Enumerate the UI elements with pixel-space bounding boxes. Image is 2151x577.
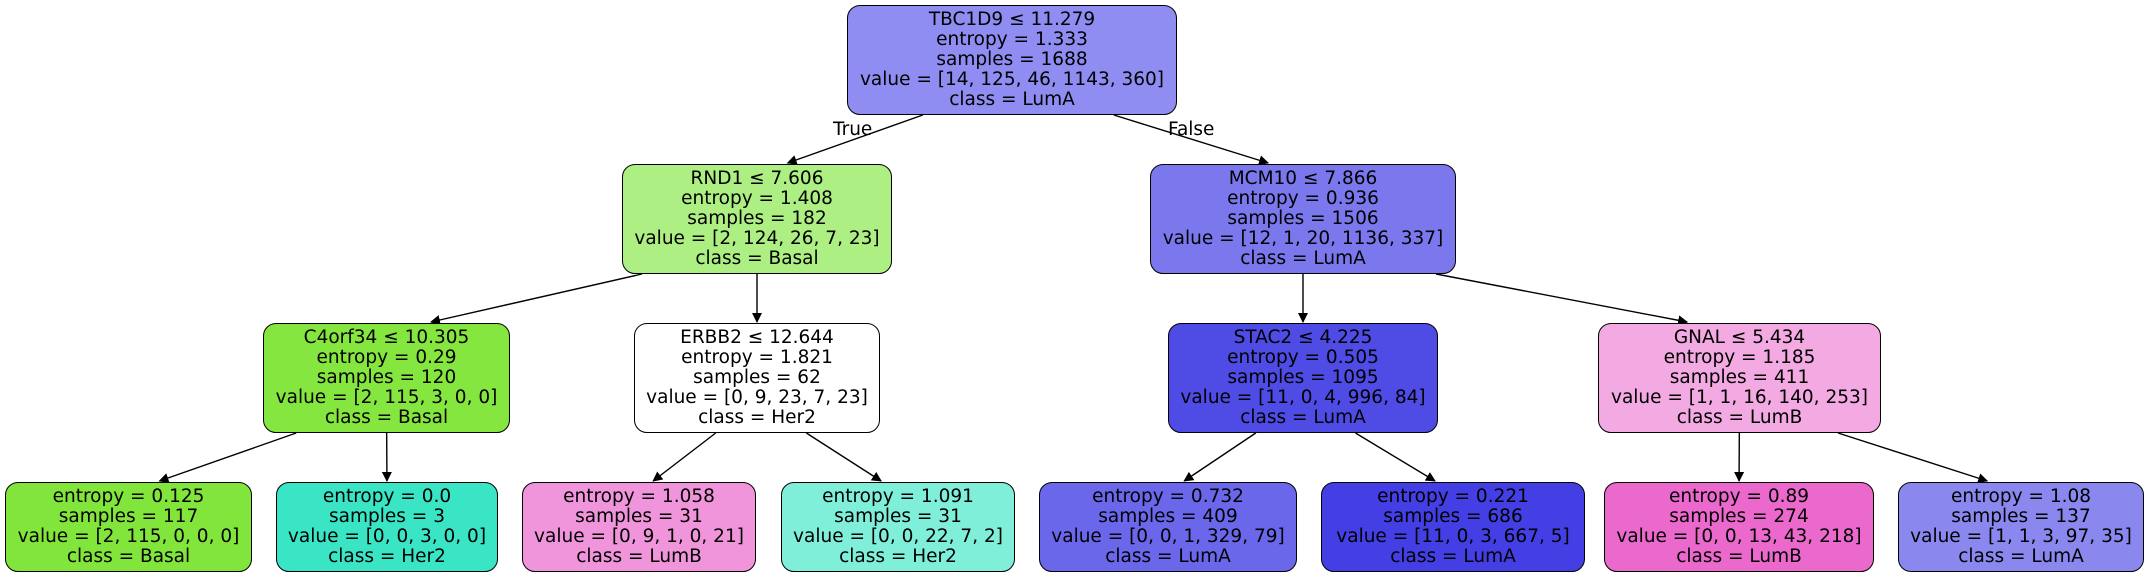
node-entropy-text: entropy = 1.821 [681, 347, 833, 368]
tree-edge-arrow [1183, 432, 1257, 482]
node-class-text: class = LumA [949, 89, 1075, 110]
node-split-text: MCM10 ≤ 7.866 [1228, 168, 1378, 189]
tree-edge-arrow [805, 432, 882, 482]
tree-edge-arrow [1837, 432, 1989, 484]
node-value-text: value = [0, 0, 1, 329, 79] [1051, 526, 1285, 547]
node-entropy-text: entropy = 1.185 [1663, 347, 1816, 368]
node-class-text: class = LumA [1240, 407, 1366, 428]
true-edge-label: True [833, 119, 873, 140]
node-split-text: GNAL ≤ 5.434 [1673, 327, 1806, 348]
node-class-text: class = Her2 [328, 546, 446, 567]
node-entropy-text: entropy = 0.29 [316, 347, 457, 368]
node-split-text: RND1 ≤ 7.606 [690, 168, 824, 189]
tree-edge-arrow [429, 273, 643, 325]
node-value-text: value = [11, 0, 4, 996, 84] [1180, 387, 1426, 408]
node-value-text: value = [0, 0, 13, 43, 218] [1616, 526, 1862, 547]
node-split-text: ERBB2 ≤ 12.644 [680, 327, 834, 348]
node-value-text: value = [14, 125, 46, 1143, 360] [859, 69, 1165, 90]
tree-edge-arrow [786, 114, 923, 165]
node-samples-text: samples = 1095 [1227, 367, 1379, 388]
tree-edge-arrow [1435, 273, 1689, 326]
node-samples-text: samples = 31 [834, 506, 962, 527]
node-entropy-text: entropy = 0.221 [1377, 486, 1529, 507]
node-entropy-text: entropy = 1.333 [936, 29, 1088, 50]
node-samples-text: samples = 117 [58, 506, 199, 527]
node-value-text: value = [2, 115, 0, 0, 0] [17, 526, 240, 547]
node-samples-text: samples = 1506 [1227, 208, 1379, 229]
node-split-text: C4orf34 ≤ 10.305 [303, 327, 470, 348]
tree-edge-arrow [1355, 432, 1436, 482]
node-entropy-text: entropy = 0.0 [322, 486, 452, 507]
node-split-text: STAC2 ≤ 4.225 [1233, 327, 1373, 348]
false-edge-label: False [1168, 119, 1215, 140]
node-samples-text: samples = 409 [1098, 506, 1238, 527]
node-entropy-text: entropy = 1.08 [1950, 486, 2092, 507]
node-class-text: class = LumA [1240, 248, 1366, 269]
node-class-text: class = Her2 [698, 407, 816, 428]
node-entropy-text: entropy = 0.89 [1668, 486, 1810, 507]
node-entropy-text: entropy = 1.091 [822, 486, 974, 507]
node-value-text: value = [0, 0, 22, 7, 2] [793, 526, 1003, 547]
node-samples-text: samples = 31 [575, 506, 703, 527]
node-class-text: class = Her2 [839, 546, 957, 567]
node-value-text: value = [11, 0, 3, 667, 5] [1336, 526, 1570, 547]
node-value-text: value = [1, 1, 3, 97, 35] [1910, 526, 2132, 547]
node-value-text: value = [2, 115, 3, 0, 0] [275, 387, 498, 408]
node-class-text: class = LumA [1105, 546, 1231, 567]
node-value-text: value = [0, 9, 23, 7, 23] [646, 387, 868, 408]
node-split-text: TBC1D9 ≤ 11.279 [928, 9, 1096, 30]
node-entropy-text: entropy = 0.505 [1227, 347, 1379, 368]
node-entropy-text: entropy = 0.732 [1092, 486, 1244, 507]
tree-edge-arrow [652, 432, 717, 482]
tree-edge-arrow [1113, 114, 1270, 166]
node-value-text: value = [0, 9, 1, 0, 21] [534, 526, 744, 547]
node-samples-text: samples = 274 [1669, 506, 1809, 527]
node-class-text: class = Basal [324, 407, 449, 428]
node-value-text: value = [1, 1, 16, 140, 253] [1611, 387, 1868, 408]
node-class-text: class = Basal [695, 248, 819, 269]
node-class-text: class = LumA [1958, 546, 2084, 567]
node-samples-text: samples = 137 [1951, 506, 2091, 527]
node-class-text: class = LumB [576, 546, 702, 567]
node-class-text: class = LumB [1676, 407, 1803, 428]
node-entropy-text: entropy = 0.125 [52, 486, 205, 507]
node-samples-text: samples = 120 [316, 367, 457, 388]
node-class-text: class = LumA [1390, 546, 1516, 567]
node-value-text: value = [0, 0, 3, 0, 0] [287, 526, 487, 547]
node-samples-text: samples = 62 [693, 367, 821, 388]
node-entropy-text: entropy = 0.936 [1227, 188, 1379, 209]
node-samples-text: samples = 182 [687, 208, 827, 229]
node-samples-text: samples = 3 [329, 506, 445, 527]
node-samples-text: samples = 686 [1383, 506, 1523, 527]
node-value-text: value = [12, 1, 20, 1136, 337] [1162, 228, 1444, 249]
node-class-text: class = Basal [66, 546, 191, 567]
node-entropy-text: entropy = 1.058 [563, 486, 715, 507]
node-class-text: class = LumB [1676, 546, 1802, 567]
node-samples-text: samples = 1688 [936, 49, 1088, 70]
node-samples-text: samples = 411 [1669, 367, 1810, 388]
node-value-text: value = [2, 124, 26, 7, 23] [634, 228, 880, 249]
node-entropy-text: entropy = 1.408 [681, 188, 833, 209]
tree-edge-arrow [158, 432, 297, 483]
